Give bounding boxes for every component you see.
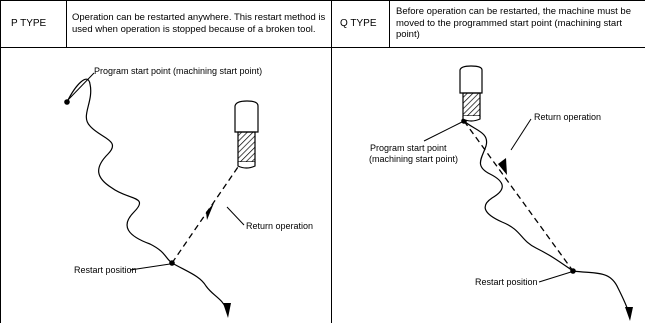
p-type-description: Operation can be restarted anywhere. Thi… — [72, 12, 326, 35]
q-return-operation-label: Return operation — [534, 112, 602, 122]
q-restart-position-label: Restart position — [475, 277, 538, 287]
p-return-operation-label: Return operation — [246, 221, 314, 231]
p-program-start-label: Program start point (machining start poi… — [94, 66, 263, 76]
p-tool-icon — [234, 100, 259, 169]
p-restart-leader — [129, 263, 171, 271]
q-restart-leader — [538, 271, 572, 283]
q-diagram — [423, 65, 633, 321]
q-program-start-label-line2: (machining start point) — [369, 154, 459, 164]
p-return-line — [171, 166, 239, 264]
q-path-arrowhead — [625, 307, 633, 321]
q-return-arrowhead — [498, 158, 507, 175]
q-return-line — [463, 120, 574, 272]
q-return-leader — [510, 118, 532, 151]
p-program-start-leader — [66, 72, 95, 102]
p-restart-position-label: Restart position — [74, 265, 137, 275]
p-return-arrowhead — [206, 203, 214, 220]
q-program-start-leader — [423, 121, 463, 142]
q-tool-path — [463, 120, 630, 314]
p-path-arrowhead — [223, 303, 231, 318]
p-return-leader — [226, 206, 245, 226]
q-type-label: Q TYPE — [340, 17, 377, 29]
p-type-label: P TYPE — [11, 17, 47, 29]
p-tool-path — [66, 78, 228, 311]
p-program-start-dot — [64, 99, 70, 105]
p-diagram — [64, 72, 259, 318]
q-type-description: Before operation can be restarted, the m… — [396, 6, 631, 41]
q-program-start-label-line1: Program start point — [370, 143, 447, 153]
q-tool-icon — [459, 65, 483, 122]
